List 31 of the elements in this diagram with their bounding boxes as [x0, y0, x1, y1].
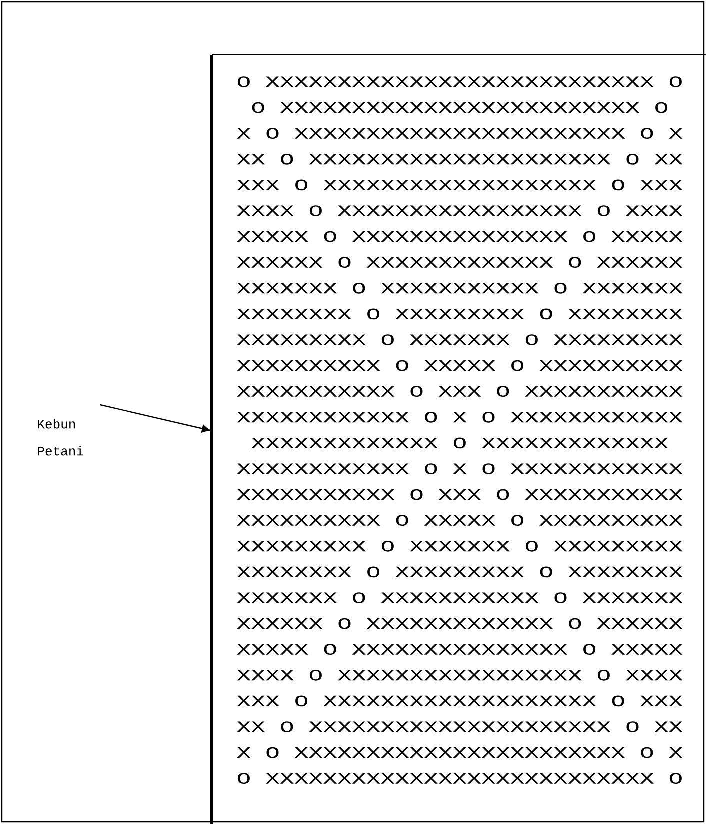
planting-row: XXX O XXXXXXXXXXXXXXXXXXX O XXX [237, 180, 683, 191]
planting-row: X O XXXXXXXXXXXXXXXXXXXXXXX O X [237, 128, 683, 140]
text-label: Kebun Petani [38, 419, 84, 456]
planting-row: XXXXXXXXXXX O XXX O XXXXXXXXXXX [237, 489, 683, 500]
planting-row: XXXXXXXXX O XXXXXXX O XXXXXXXXX [237, 540, 683, 552]
field-box [210, 54, 706, 824]
planting-row: XXXXXXXXXX O XXXXX O XXXXXXXXXX [237, 515, 683, 526]
planting-row: O XXXXXXXXXXXXXXXXXXXXXXXXXXX O [238, 773, 682, 784]
arrow [100, 404, 211, 433]
planting-row: XXXXXXX O XXXXXXXXXXX O XXXXXXX [237, 592, 683, 604]
planting-row: XXXXXXXXXXXX O X O XXXXXXXXXXXX [237, 464, 683, 474]
planting-row: O XXXXXXXXXXXXXXXXXXXXXXXXXXX O [238, 76, 682, 88]
planting-row: XXXXXXXXXX O XXXXX O XXXXXXXXXX [237, 360, 683, 372]
planting-row: XXXXXX O XXXXXXXXXXXXX O XXXXXX [237, 618, 683, 630]
planting-row: XXXX O XXXXXXXXXXXXXXXXX O XXXX [237, 206, 683, 216]
planting-row: XXXXXXX O XXXXXXXXXXX O XXXXXXX [237, 282, 683, 294]
planting-row: O XXXXXXXXXXXXXXXXXXXXXXXXX O [252, 102, 668, 114]
planting-row: X O XXXXXXXXXXXXXXXXXXXXXXX O X [237, 747, 683, 758]
planting-row: XXX O XXXXXXXXXXXXXXXXXXX O XXX [237, 696, 683, 707]
planting-row: XXXXXXXX O XXXXXXXXX O XXXXXXXX [237, 308, 683, 320]
planting-row: XX O XXXXXXXXXXXXXXXXXXXXX O XX [237, 722, 683, 732]
planting-row: XXXXX O XXXXXXXXXXXXXXX O XXXXX [237, 231, 683, 242]
planting-row: XXXX O XXXXXXXXXXXXXXXXX O XXXX [237, 670, 683, 681]
planting-row: XXXXX O XXXXXXXXXXXXXXX O XXXXX [237, 644, 683, 656]
planting-row: XXXXXXXXXXX O XXX O XXXXXXXXXXX [237, 386, 683, 398]
planting-row: XXXXXXXX O XXXXXXXXX O XXXXXXXX [237, 566, 683, 578]
planting-row: XXXXXXXXX O XXXXXXX O XXXXXXXXX [237, 334, 683, 346]
planting-row: XXXXXXXXXXXXX O XXXXXXXXXXXXX [252, 438, 668, 449]
planting-row: XX O XXXXXXXXXXXXXXXXXXXXX O XX [237, 154, 683, 165]
planting-row: XXXXXXXXXXXX O X O XXXXXXXXXXXX [237, 412, 683, 423]
planting-row: XXXXXX O XXXXXXXXXXXXX O XXXXXX [237, 257, 683, 268]
